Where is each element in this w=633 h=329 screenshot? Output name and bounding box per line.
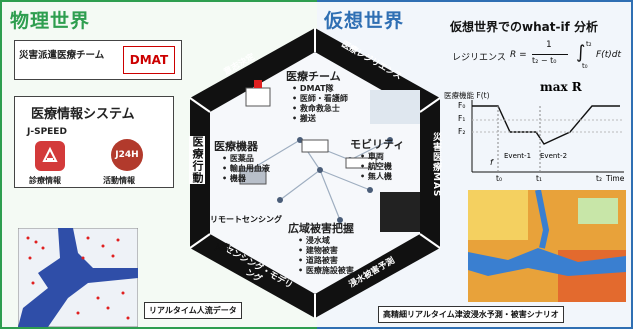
xtick-t0: t₀ (496, 174, 502, 183)
list-item: 医師・看護師 (292, 94, 348, 104)
ytick-f0: F₀ (458, 101, 466, 110)
virtual-world-title: 仮想世界 (324, 10, 405, 32)
list-item: 搬送 (292, 114, 348, 124)
medical-info-system-box: 医療情報システム J-SPEED J24H 診療情報 活動情報 (14, 96, 174, 188)
dmat-logo: DMAT (123, 46, 175, 74)
resilience-formula: レジリエンス R = 1 t₂ − t₀ ∫ t₂ t₀ F(t)dt (452, 40, 632, 72)
formula-rest: F(t)dt (596, 50, 621, 60)
remote-sensing-label: リモートセンシング (210, 215, 282, 224)
list-item: 航空機 (360, 162, 392, 172)
list-item: 無人機 (360, 172, 392, 182)
list-item: 輸血用血液 (222, 164, 270, 174)
activity-info-label: 活動情報 (103, 176, 135, 185)
event2-label: Event-2 (540, 152, 568, 160)
graph-xlabel: Time (606, 174, 625, 183)
dmat-logo-text: DMAT (129, 53, 169, 67)
resilience-graph (471, 100, 624, 173)
ytick-f2: F₂ (458, 127, 466, 136)
segment-medical-action: 医療行動 (189, 136, 205, 184)
ytick-f1: F₁ (458, 114, 466, 123)
xtick-t2: t₂ (596, 174, 602, 183)
central-hexagon (189, 28, 441, 318)
list-item: 救命救急士 (292, 104, 348, 114)
wide-area-list: 浸水域 建物被害 道路被害 医療施設被害 (298, 236, 354, 276)
list-item: 医薬品 (222, 154, 270, 164)
list-item: 建物被害 (298, 246, 354, 256)
equipment-title: 医療機器 (214, 140, 258, 153)
formula-upper: t₂ (586, 40, 592, 48)
f-marker: f (490, 158, 493, 167)
people-flow-map (18, 228, 138, 327)
equipment-list: 医薬品 輸血用血液 機器 (222, 154, 270, 184)
people-flow-caption: リアルタイム人流データ (144, 302, 242, 319)
list-item: 浸水域 (298, 236, 354, 246)
event1-label: Event-1 (504, 152, 532, 160)
wide-area-title: 広域被害把握 (288, 222, 354, 235)
whatif-title: 仮想世界でのwhat-if 分析 (450, 20, 598, 34)
formula-lower: t₀ (582, 62, 588, 70)
list-item: 医療施設被害 (298, 266, 354, 276)
formula-fraction-bar (532, 54, 568, 55)
integral-sign: ∫ (576, 42, 586, 63)
document-icon (35, 141, 65, 171)
formula-denominator: t₂ − t₀ (532, 56, 557, 65)
segment-disaster-mas: 災害医療MAS (431, 132, 441, 198)
medical-team-title: 医療チーム (286, 70, 341, 83)
dmat-box: 災害派遣医療チーム DMAT (14, 40, 182, 80)
mobility-title: モビリティ (350, 138, 405, 151)
medical-team-list: DMAT隊 医師・看護師 救命救急士 搬送 (292, 84, 348, 124)
j24h-logo: J24H (115, 150, 139, 160)
objective-max-r: max R (540, 80, 582, 94)
j24h-icon: J24H (111, 139, 143, 171)
tsunami-map (468, 190, 626, 302)
list-item: 機器 (222, 174, 270, 184)
xtick-t1: t₁ (536, 174, 542, 183)
people-flow-label: 人流 (214, 243, 230, 252)
dmat-label: 災害派遣医療チーム (19, 50, 105, 61)
jspeed-label: J-SPEED (27, 127, 67, 137)
mobility-list: 車両 航空機 無人機 (360, 152, 392, 182)
resilience-label: レジリエンス (452, 53, 506, 63)
physical-world-title: 物理世界 (10, 10, 91, 32)
formula-numerator: 1 (546, 40, 552, 50)
tsunami-caption: 高精細リアルタイム津波浸水予測・被害シナリオ (378, 306, 564, 323)
graph-ylabel: 医療機能 F(t) (444, 91, 490, 100)
info-system-title: 医療情報システム (31, 107, 135, 122)
list-item: DMAT隊 (292, 84, 348, 94)
formula-lhs: R = (510, 50, 527, 60)
list-item: 道路被害 (298, 256, 354, 266)
clinical-info-label: 診療情報 (29, 176, 61, 185)
list-item: 車両 (360, 152, 392, 162)
